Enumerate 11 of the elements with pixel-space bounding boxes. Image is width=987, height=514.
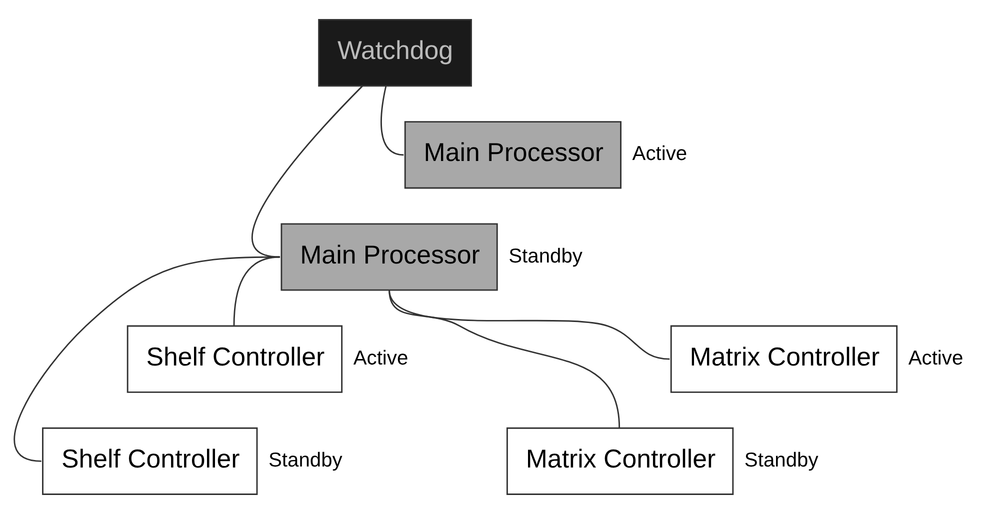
node-label: Active [908, 347, 964, 370]
node-label: Standby [268, 450, 342, 472]
node-label: Active [632, 143, 688, 166]
connector [233, 256, 280, 326]
connector [388, 290, 620, 428]
node-label: Standby [744, 450, 818, 472]
connector [380, 86, 404, 156]
node-label: Standby [508, 245, 582, 268]
node-label: Active [353, 347, 408, 370]
connector [252, 85, 364, 258]
connector [14, 256, 280, 462]
